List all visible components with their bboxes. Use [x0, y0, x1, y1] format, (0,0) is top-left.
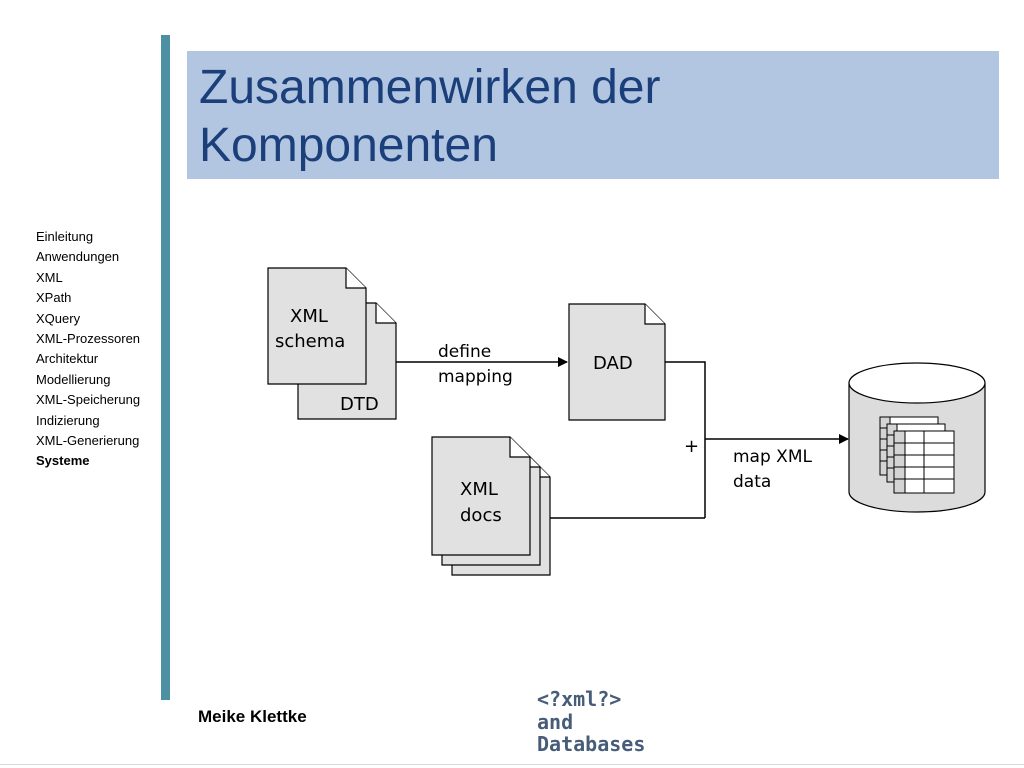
xml-docs-stack-icon: XML docs	[431, 436, 551, 576]
table-stack-icon	[879, 416, 955, 494]
map-label-line1: map XML	[733, 447, 812, 467]
nav-item-systeme[interactable]: Systeme	[36, 453, 90, 469]
xml-schema-document-icon: XML schema	[267, 267, 367, 385]
nav-item-xml[interactable]: XML	[36, 269, 63, 285]
slide-title: Zusammenwirken der Komponenten	[199, 61, 661, 172]
title-banner: Zusammenwirken der Komponenten	[187, 51, 999, 179]
nav-item-xml-prozessoren[interactable]: XML-Prozessoren	[36, 331, 141, 347]
xml-databases-logo: <?xml?> and Databases	[537, 688, 645, 756]
dad-document-icon: DAD	[568, 303, 666, 421]
define-label-line1: define	[438, 342, 491, 362]
nav-item-anwendungen[interactable]: Anwendungen	[36, 249, 120, 265]
map-label-line2: data	[733, 472, 771, 492]
dad-connector-line	[665, 361, 706, 518]
xml-docs-label-line2: docs	[460, 505, 502, 526]
nav-menu: Einleitung Anwendungen XML XPath XQuery …	[36, 227, 140, 472]
plus-sign: +	[684, 436, 699, 457]
accent-bar	[161, 35, 170, 700]
logo-line-2: and	[537, 709, 574, 734]
logo-line-1: <?xml?>	[537, 687, 622, 711]
dad-label: DAD	[593, 353, 633, 374]
bottom-divider	[0, 764, 1024, 765]
nav-item-xml-speicherung[interactable]: XML-Speicherung	[36, 392, 141, 408]
nav-item-xpath[interactable]: XPath	[36, 290, 72, 306]
nav-item-indizierung[interactable]: Indizierung	[36, 412, 100, 428]
nav-item-architektur[interactable]: Architektur	[36, 351, 99, 367]
dtd-label: DTD	[340, 394, 379, 415]
define-label-line2: mapping	[438, 367, 513, 387]
xml-docs-label-line1: XML	[460, 479, 498, 500]
nav-item-xquery[interactable]: XQuery	[36, 310, 81, 326]
logo-line-3: Databases	[537, 732, 646, 756]
xml-schema-label-line2: schema	[275, 331, 345, 352]
xml-schema-label-line1: XML	[290, 306, 328, 327]
author-name: Meike Klettke	[198, 707, 307, 726]
nav-item-modellierung[interactable]: Modellierung	[36, 371, 111, 387]
nav-item-xml-generierung[interactable]: XML-Generierung	[36, 433, 140, 449]
nav-item-einleitung[interactable]: Einleitung	[36, 229, 94, 244]
